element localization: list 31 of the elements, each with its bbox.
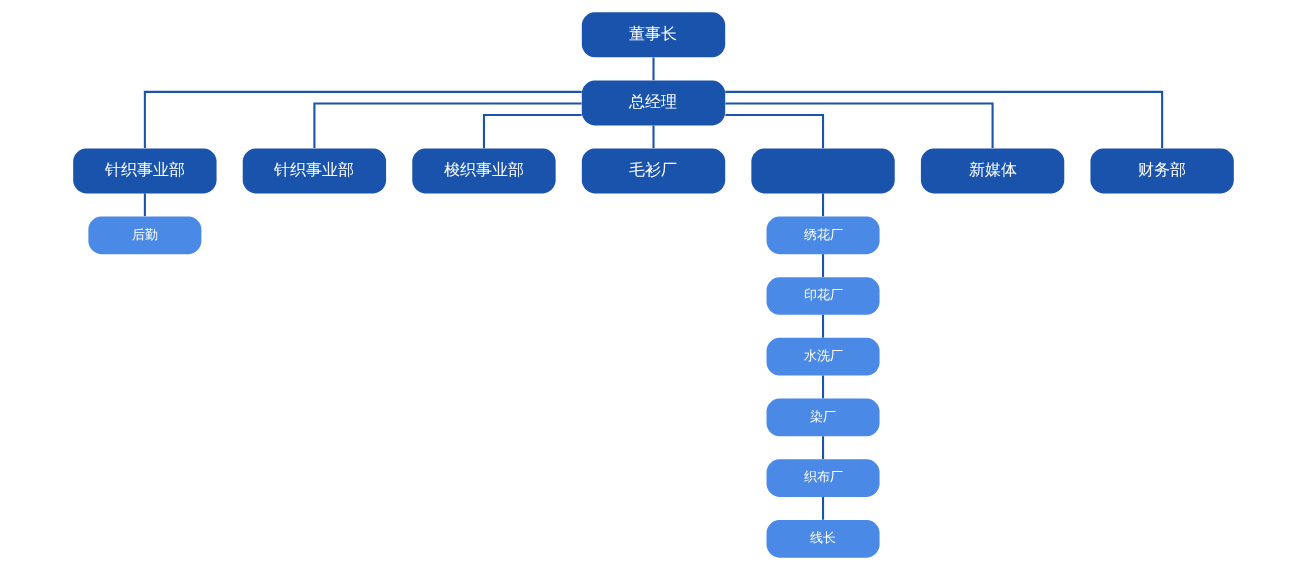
node-box bbox=[750, 148, 895, 194]
connector bbox=[821, 496, 824, 520]
node-box: 新媒体 bbox=[920, 148, 1064, 194]
connector bbox=[312, 102, 582, 149]
connector bbox=[651, 57, 655, 81]
node-box: 后勤 bbox=[87, 216, 201, 255]
node-box: 针织事业部 bbox=[72, 148, 217, 194]
connector bbox=[143, 90, 582, 149]
node-box: 总经理 bbox=[581, 80, 725, 126]
node-box: 染厂 bbox=[766, 398, 880, 437]
node-box: 水洗厂 bbox=[766, 337, 880, 376]
connector bbox=[821, 436, 824, 459]
connector bbox=[724, 102, 994, 149]
node-box: 线长 bbox=[766, 519, 880, 558]
node-box: 财务部 bbox=[1089, 148, 1234, 194]
connector bbox=[482, 113, 582, 149]
connector bbox=[724, 90, 1163, 149]
connector bbox=[821, 375, 824, 399]
node-box: 针织事业部 bbox=[242, 148, 386, 194]
node-box: 董事长 bbox=[581, 12, 725, 58]
connector bbox=[821, 314, 824, 338]
connector bbox=[651, 125, 655, 149]
connector bbox=[821, 193, 824, 217]
node-box: 绣花厂 bbox=[766, 216, 880, 255]
connector bbox=[821, 254, 824, 277]
node-box: 印花厂 bbox=[766, 277, 880, 315]
node-box: 梭织事业部 bbox=[411, 148, 556, 194]
node-box: 织布厂 bbox=[766, 459, 880, 497]
connector bbox=[724, 113, 824, 149]
node-box: 毛衫厂 bbox=[581, 148, 725, 194]
connector bbox=[143, 193, 146, 217]
